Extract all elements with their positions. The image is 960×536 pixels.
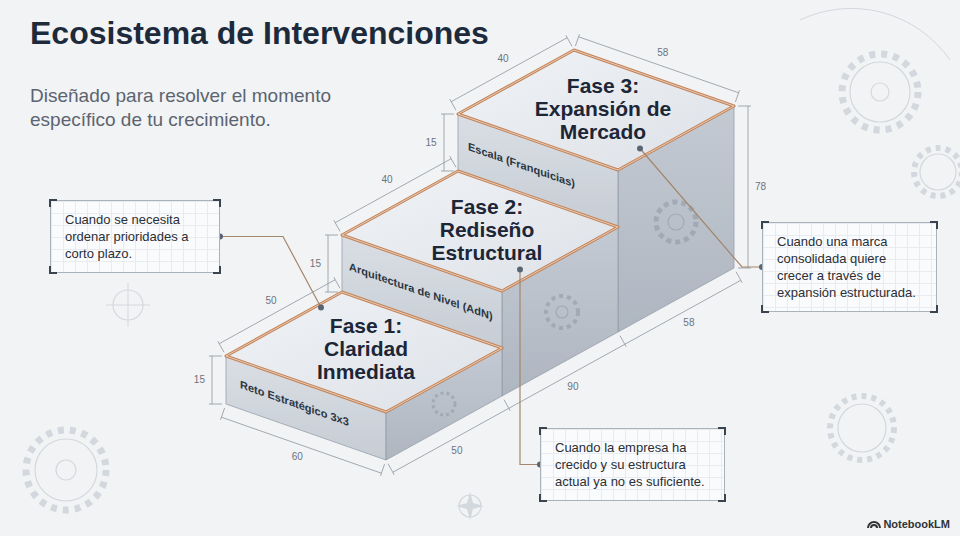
callout-box: Cuando la empresa ha crecido y su estruc…: [540, 428, 725, 501]
crosshair-lines: [106, 283, 150, 327]
dimension-label: 15: [425, 137, 436, 149]
dimension-label: 40: [497, 53, 508, 65]
gear-teeth: [433, 393, 455, 415]
corner-mark: [718, 427, 726, 435]
label-slot: 15: [310, 258, 321, 270]
corner-mark: [718, 494, 726, 502]
callout-box: Cuando se necesita ordenar prioridades a…: [50, 200, 220, 273]
gear-rim: [850, 62, 910, 122]
callout-box: Cuando una marca consolidada quiere crec…: [762, 222, 937, 312]
blocks: [226, 50, 734, 460]
blueprint-decor: [26, 8, 960, 520]
dimension-label: 50: [451, 445, 462, 457]
label-slot: 90: [567, 381, 578, 393]
leader-dot: [318, 305, 324, 311]
stair-block: Fase 2: Rediseño EstructuralArquitectura…: [420, 189, 554, 270]
stair-block: Fase 1: Claridad InmediataReto Estratégi…: [301, 308, 431, 389]
dimension-label: 60: [292, 451, 303, 463]
label-slot: 50: [266, 295, 277, 307]
callout-text: Cuando se necesita ordenar prioridades a…: [65, 211, 205, 262]
watermark: NotebookLM: [883, 518, 950, 531]
phase-title: Fase 3: Expansión de Mercado: [528, 74, 678, 143]
watermark-icon: [868, 522, 880, 528]
gear-teeth: [26, 430, 106, 510]
watermark-icon-arc: [871, 525, 877, 528]
title-slot: Ecosistema de Intervenciones: [30, 14, 489, 52]
label-slot: 50: [451, 445, 462, 457]
compass-star: [456, 492, 484, 520]
gear-teeth: [546, 296, 578, 328]
leader-dot: [517, 267, 523, 273]
corner-mark: [49, 199, 57, 207]
corner-mark: [539, 494, 547, 502]
leader-line: [220, 237, 321, 308]
corner-mark: [49, 266, 57, 274]
diagram-title: Ecosistema de Intervenciones: [30, 14, 489, 52]
gear-teeth: [842, 54, 918, 130]
corner-mark: [930, 305, 938, 313]
stair-block: Fase 3: Expansión de MercadoEscala (Fran…: [528, 68, 678, 149]
watermark-icon-arc: [868, 522, 880, 528]
corner-mark: [213, 199, 221, 207]
corner-mark: [930, 221, 938, 229]
phase-subtitle: Arquitectura de Nivel (AdN): [349, 260, 493, 323]
gear-rim: [35, 439, 97, 501]
corner-mark: [761, 221, 769, 229]
leader-line: [520, 270, 540, 465]
phase-subtitle: Reto Estratégico 3x3: [240, 378, 349, 429]
gear-rim: [920, 154, 956, 190]
gear-rim: [838, 404, 886, 452]
gear-hub: [556, 306, 568, 318]
leader-line: [640, 149, 762, 268]
dimension-label: 15: [310, 258, 321, 270]
dimension-label: 58: [683, 317, 694, 329]
phase-subtitle: Escala (Franquicias): [468, 140, 575, 190]
label-slot: 15: [425, 137, 436, 149]
gear-teeth: [656, 202, 696, 242]
construction-arc: [800, 8, 950, 60]
corner-mark: [213, 266, 221, 274]
label-slot: 58: [657, 47, 668, 59]
gear-teeth: [830, 396, 894, 460]
label-slot: 40: [382, 174, 393, 186]
dimension-label: 15: [194, 374, 205, 386]
leader-dot: [637, 146, 643, 152]
dimension-label: 90: [567, 381, 578, 393]
label-slot: 60: [292, 451, 303, 463]
phase-title: Fase 2: Rediseño Estructural: [420, 195, 554, 264]
gear-hub: [871, 83, 889, 101]
label-slot: NotebookLM: [883, 518, 950, 531]
subtitle: Diseñado para resolver el momento especí…: [30, 84, 360, 132]
label-slot: 58: [683, 317, 694, 329]
phase-title: Fase 1: Claridad Inmediata: [301, 314, 431, 383]
label-slot: Diseñado para resolver el momento especí…: [30, 84, 360, 132]
label-slot: 40: [497, 53, 508, 65]
gear-hub: [668, 214, 684, 230]
dimension-label: 40: [382, 174, 393, 186]
dimension-label: 58: [657, 47, 668, 59]
callout-text: Cuando una marca consolidada quiere crec…: [777, 233, 922, 301]
gear-teeth: [914, 148, 960, 196]
corner-mark: [761, 305, 769, 313]
callout-text: Cuando la empresa ha crecido y su estruc…: [555, 439, 710, 490]
label-slot: 15: [194, 374, 205, 386]
gear-hub: [56, 460, 76, 480]
label-slot: 78: [755, 181, 766, 193]
dimension-label: 50: [266, 295, 277, 307]
dimension-label: 78: [755, 181, 766, 193]
corner-mark: [539, 427, 547, 435]
